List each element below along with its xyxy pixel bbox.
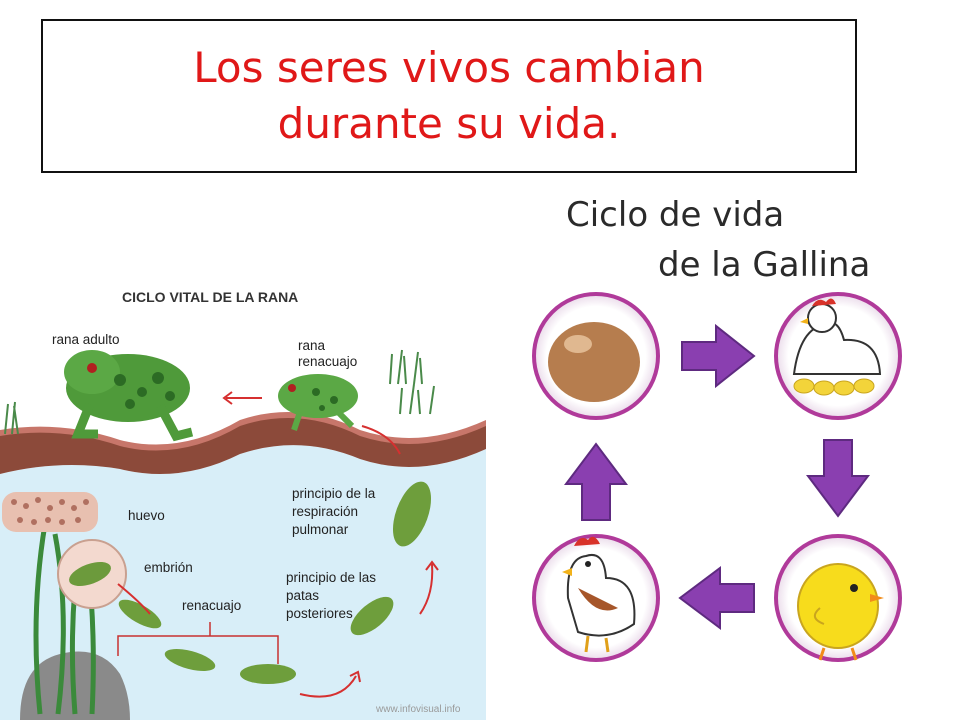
hen-life-cycle-diagram <box>532 292 902 662</box>
label-adult-frog: rana adulto <box>52 332 120 347</box>
tadpole-bracket <box>117 622 279 664</box>
water-area <box>0 445 486 720</box>
label-legs-3: posteriores <box>286 606 353 621</box>
grass-icon <box>4 349 435 435</box>
egg-icon <box>548 322 640 402</box>
hen-icon <box>562 536 636 653</box>
label-froglet-1: rana <box>298 338 326 353</box>
label-embryo: embrión <box>144 560 193 575</box>
frog-life-cycle-diagram: CICLO VITAL DE LA RANA rana adulto rana … <box>0 284 486 720</box>
label-lung-2: respiración <box>292 504 358 519</box>
label-froglet-2: renacuajo <box>298 354 357 369</box>
chick-icon <box>797 563 884 661</box>
hen-title-line-1: Ciclo de vida <box>566 195 785 235</box>
arrow-right-icon <box>681 323 756 389</box>
frog-eggs-icon <box>2 492 98 532</box>
watermark: www.infovisual.info <box>375 704 461 715</box>
soil-band <box>0 416 486 474</box>
arrow-up-icon <box>564 442 628 521</box>
hen-cycle-title: Ciclo de vida de la Gallina <box>566 190 870 290</box>
title-line-1: Los seres vivos cambian <box>193 43 705 92</box>
label-legs-1: principio de las <box>286 570 376 585</box>
froglet-icon <box>278 374 358 431</box>
hen-title-line-2: de la Gallina <box>658 245 871 285</box>
label-egg: huevo <box>128 508 165 523</box>
title-box: Los seres vivos cambian durante su vida. <box>41 19 857 173</box>
cycle-arrows <box>564 323 870 630</box>
soil-edge <box>0 412 486 451</box>
hen-nesting-icon <box>792 298 882 396</box>
frog-cycle-title: CICLO VITAL DE LA RANA <box>122 289 298 305</box>
tadpoles-icon <box>118 481 432 684</box>
arrow-left-icon <box>678 566 755 630</box>
label-legs-2: patas <box>286 588 319 603</box>
embryo-icon <box>57 539 127 609</box>
label-tadpole: renacuajo <box>182 598 241 613</box>
title-line-2: durante su vida. <box>277 99 621 148</box>
cycle-arrows <box>117 391 439 698</box>
arrow-down-icon <box>806 439 870 518</box>
label-lung-3: pulmonar <box>292 522 349 537</box>
adult-frog-icon <box>64 350 194 442</box>
label-lung-1: principio de la <box>292 486 376 501</box>
